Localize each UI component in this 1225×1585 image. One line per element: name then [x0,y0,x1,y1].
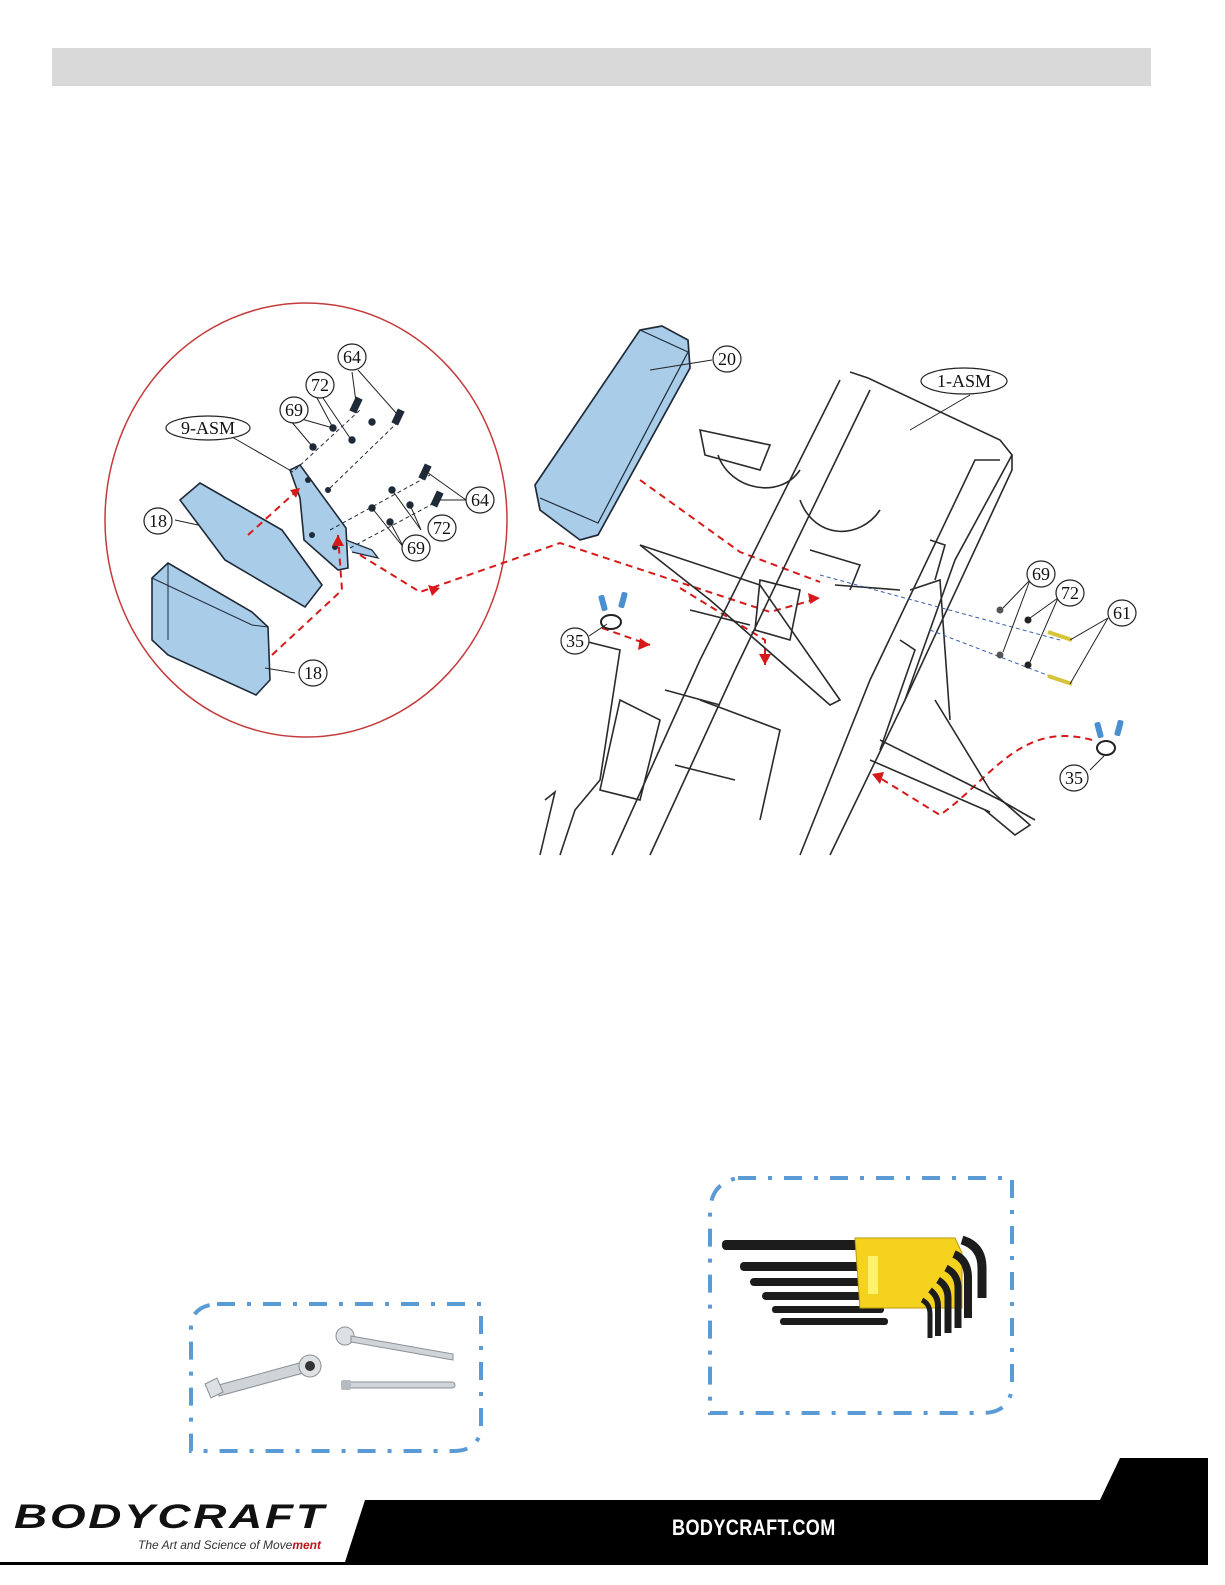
callout-64-middle: 64 [466,487,494,513]
svg-text:72: 72 [311,375,329,395]
combination-wrench-icon [205,1355,321,1398]
svg-text:1-ASM: 1-ASM [937,371,991,391]
callout-72-right: 72 [1056,580,1084,606]
allen-key-tool-box [700,1168,1030,1428]
svg-text:69: 69 [407,538,425,558]
brand-logo-text: BODYCRAFT [14,1498,326,1537]
svg-text:18: 18 [304,663,322,683]
back-pad-20 [535,326,690,540]
header-bar [52,48,1151,86]
callout-61: 61 [1108,600,1136,626]
callout-69-middle: 69 [402,535,430,561]
callout-35-left: 35 [561,628,589,654]
assembly-arrows-detail [248,480,1092,815]
bracket-plate-9-asm [290,465,378,570]
svg-text:35: 35 [566,631,584,651]
wrench-tool-box [183,1296,491,1458]
spring-collar-35-left [598,591,628,629]
callout-18-lower: 18 [299,660,327,686]
callout-35-right: 35 [1060,765,1088,791]
callout-72-middle: 72 [428,515,456,541]
callout-64-top: 64 [338,344,366,370]
allen-key-set-icon [722,1238,982,1338]
svg-text:72: 72 [433,518,451,538]
callout-69-right: 69 [1027,561,1055,587]
callout-9-asm: 9-ASM [166,416,250,440]
svg-text:35: 35 [1065,768,1083,788]
brand-tagline: The Art and Science of Movement [138,1538,321,1552]
svg-text:64: 64 [471,490,489,510]
socket-extension-icon [341,1380,455,1390]
website-url: BODYCRAFT.COM [672,1515,836,1541]
svg-text:64: 64 [343,347,361,367]
callout-18-upper: 18 [144,508,172,534]
svg-text:72: 72 [1061,583,1079,603]
svg-text:9-ASM: 9-ASM [181,418,235,438]
callout-69-top: 69 [280,397,308,423]
svg-text:69: 69 [1032,564,1050,584]
callout-20: 20 [713,346,741,372]
ratchet-handle-icon [336,1327,453,1360]
callout-1-asm: 1-ASM [921,368,1007,394]
svg-text:61: 61 [1113,603,1131,623]
svg-text:18: 18 [149,511,167,531]
spring-collar-35-right [1094,719,1124,755]
pad-18-lower [152,563,270,695]
callout-72-top: 72 [306,372,334,398]
svg-text:69: 69 [285,400,303,420]
svg-text:20: 20 [718,349,736,369]
assembly-diagram: 64 72 69 9-ASM 18 64 72 69 [0,290,1225,870]
